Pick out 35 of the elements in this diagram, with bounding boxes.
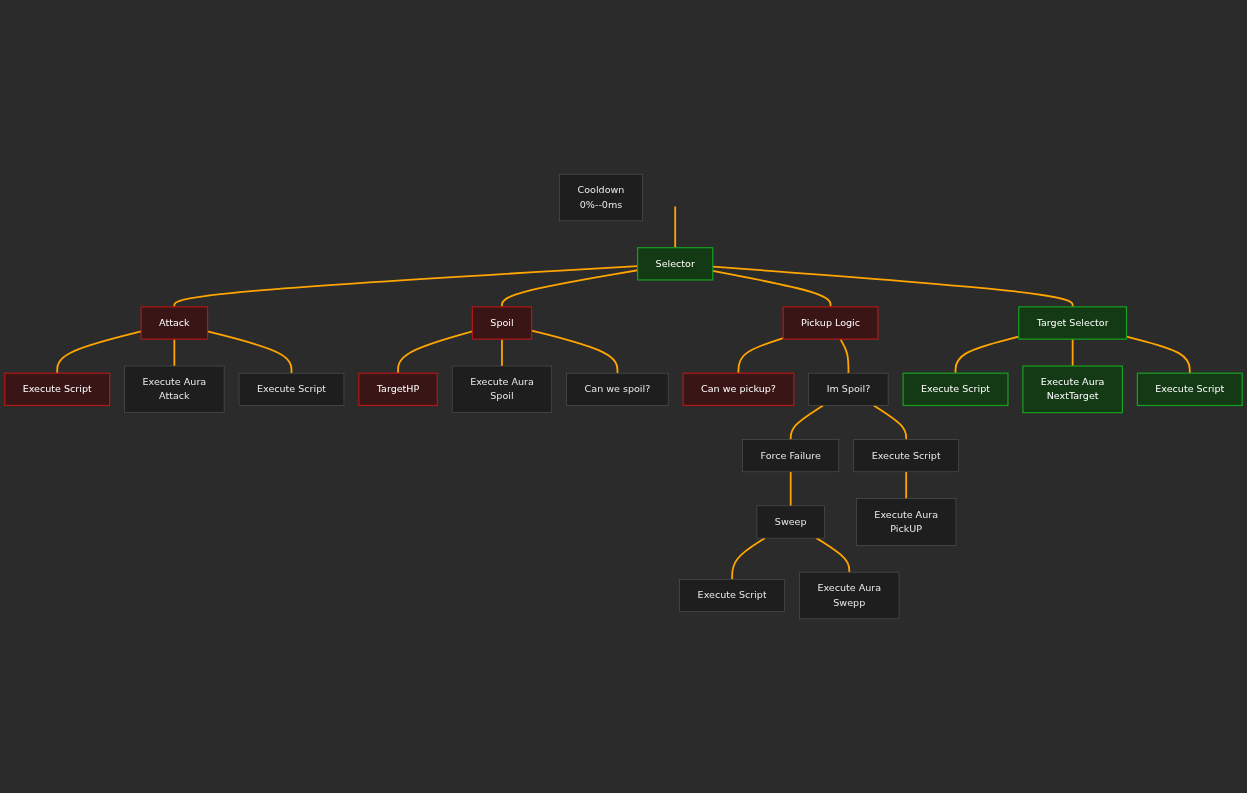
connector [501, 338, 503, 367]
node-box: Target Selector [1018, 306, 1128, 340]
connector [1071, 338, 1074, 367]
node-box: Execute Script [902, 372, 1009, 407]
node-box: Can we spoil? [566, 372, 669, 406]
connector [839, 338, 850, 375]
connector [954, 335, 1020, 375]
node-box: Execute Aura Spoil [451, 365, 552, 413]
node-box: Spoil [471, 306, 533, 340]
node-box: TargetHP [358, 372, 438, 407]
node-box: Execute Script [1136, 372, 1243, 407]
connector [173, 338, 176, 367]
node-box: Im Spoil? [808, 372, 889, 406]
connector [872, 404, 908, 441]
node-box: Force Failure [742, 439, 840, 473]
connector [674, 205, 677, 249]
connector [731, 537, 766, 581]
node-box: Sweep [756, 505, 825, 539]
node-box: Execute Aura NextTarget [1022, 365, 1123, 414]
node-box: Selector [637, 247, 714, 281]
node-box: Execute Aura PickUP [856, 498, 957, 546]
node-box: Execute Script [238, 372, 345, 406]
connector [815, 537, 851, 574]
node-box: Pickup Logic [782, 306, 879, 340]
node-box: Execute Aura Attack [124, 365, 225, 413]
node-box: Cooldown 0%--0ms [559, 173, 643, 222]
node-box: Can we pickup? [682, 372, 795, 407]
node-box: Execute Script [679, 579, 785, 612]
node-box: Attack [140, 306, 209, 340]
node-box: Execute Script [853, 439, 959, 473]
connector [789, 404, 824, 441]
node-box: Execute Aura Swepp [799, 571, 900, 620]
connector [789, 470, 792, 507]
node-box: Execute Script [4, 372, 111, 407]
connector [905, 470, 908, 500]
